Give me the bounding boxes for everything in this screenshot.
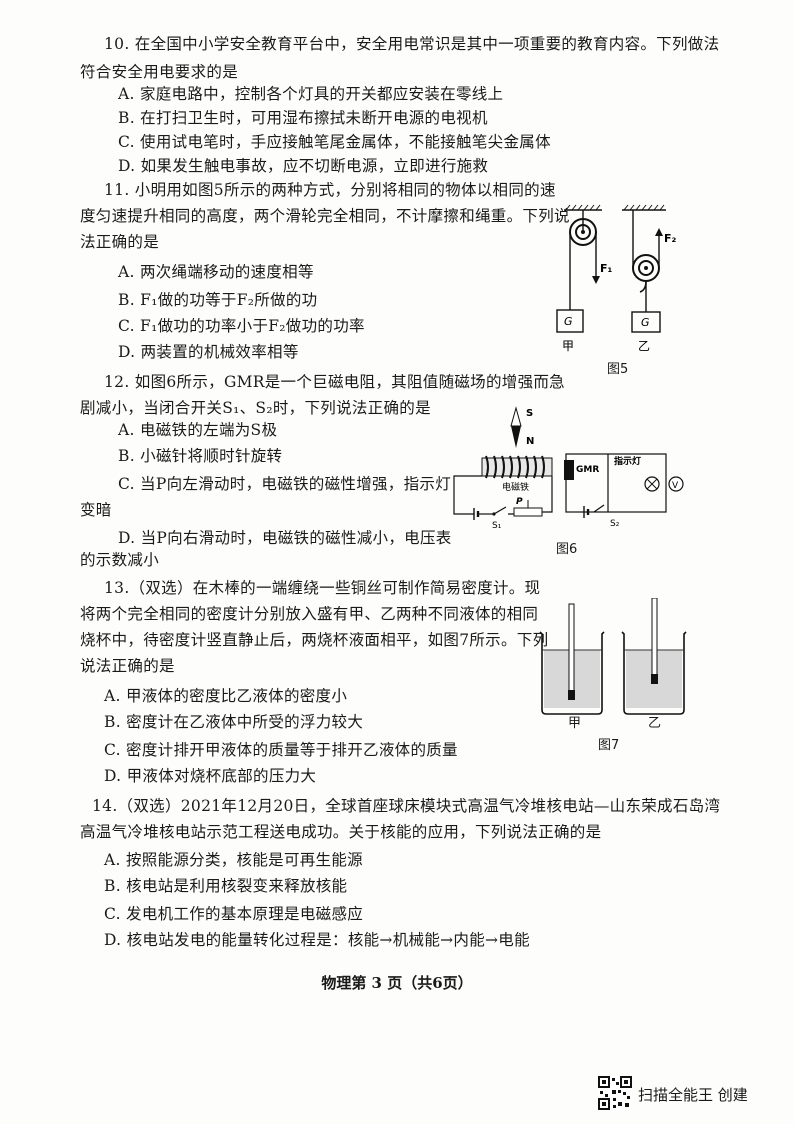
q11-option-d: D. 两装置的机械效率相等 [118,343,299,361]
fig5-f2-label: F₂ [664,232,677,245]
fig6-s2-label: S₂ [610,519,620,529]
figure-6-circuit: S N 电磁铁 S₁ P GMR 指示灯 V S₂ [453,406,684,531]
q13-stem-cont3: 说法正确的是 [80,657,175,675]
q13-stem-cont1: 将两个完全相同的密度计分别放入盛有甲、乙两种不同液体的相同 [80,605,539,623]
q13-stem-cont2: 烧杯中，待密度计竖直静止后，两烧杯液面相平，如图7所示。下列 [80,631,549,649]
q13-option-b: B. 密度计在乙液体中所受的浮力较大 [104,713,364,731]
fig6-caption: 图6 [556,542,578,557]
q12-stem: 12. 如图6所示，GMR是一个巨磁电阻，其阻值随磁场的增强而急 [104,373,565,391]
q10-option-c: C. 使用试电笔时，手应接触笔尾金属体，不能接触笔尖金属体 [118,133,551,151]
q11-stem-cont2: 法正确的是 [80,233,160,251]
q12-option-c: C. 当P向左滑动时，电磁铁的磁性增强，指示灯 [118,475,451,493]
q14-option-c: C. 发电机工作的基本原理是电磁感应 [104,905,364,923]
q12-option-c-cont: 变暗 [80,501,112,519]
fig5-f1-label: F₁ [600,262,613,275]
q10-stem: 10. 在全国中小学安全教育平台中，安全用电常识是其中一项重要的教育内容。下列做… [104,35,720,53]
fig7-label-yi: 乙 [648,716,662,731]
fig5-label-yi: 乙 [638,339,650,353]
fig7-label-jia: 甲 [568,716,582,731]
q14-stem-cont: 高温气冷堆核电站示范工程送电成功。关于核能的应用，下列说法正确的是 [80,823,602,841]
q11-option-c: C. F₁做功的功率小于F₂做功的功率 [118,317,365,335]
fig7-caption: 图7 [598,738,620,753]
qr-code-icon [598,1076,632,1110]
fig5-caption: 图5 [607,362,629,377]
q12-option-b: B. 小磁针将顺时针旋转 [118,447,283,465]
fig6-s1-label: S₁ [492,521,502,531]
q13-option-d: D. 甲液体对烧杯底部的压力大 [104,767,317,785]
q12-option-a: A. 电磁铁的左端为S极 [118,421,278,439]
q14-stem: 14.（双选）2021年12月20日，全球首座球床模块式高温气冷堆核电站—山东荣… [92,797,721,815]
q10-option-d: D. 如果发生触电事故，应不切断电源，立即进行施救 [118,157,489,175]
fig6-lamp-label: 指示灯 [614,455,641,467]
q13-option-c: C. 密度计排开甲液体的质量等于排开乙液体的质量 [104,741,458,759]
q12-option-d-cont: 的示数减小 [80,551,160,569]
q13-option-a: A. 甲液体的密度比乙液体的密度小 [104,687,348,705]
q14-option-a: A. 按照能源分类，核能是可再生能源 [104,851,363,869]
q14-option-b: B. 核电站是利用核裂变来释放核能 [104,877,348,895]
q10-option-a: A. 家庭电路中，控制各个灯具的开关都应安装在零线上 [118,85,504,103]
q11-stem-cont1: 度匀速提升相同的高度，两个滑轮完全相同，不计摩擦和绳重。下列说 [80,207,570,225]
fig5-label-jia: 甲 [562,339,574,353]
scanner-brand-watermark: 扫描全能王 创建 [638,1086,748,1104]
q12-stem-cont: 剧减小，当闭合开关S₁、S₂时，下列说法正确的是 [80,399,431,417]
figure-5-pulleys: F₁ G F₂ G 甲 乙 [556,204,677,353]
page-number: 物理第 3 页（共6页） [321,974,473,992]
q13-stem: 13.（双选）在木棒的一端缠绕一些铜丝可制作简易密度计。现 [104,579,541,597]
fig6-gmr-label: GMR [576,465,599,475]
fig6-label-s: S [526,408,533,419]
fig6-electromagnet-label: 电磁铁 [502,481,529,493]
figure-7-beakers [539,598,687,715]
q12-option-d: D. 当P向右滑动时，电磁铁的磁性减小，电压表 [118,529,452,547]
q14-option-d: D. 核电站发电的能量转化过程是：核能→机械能→内能→电能 [104,931,530,949]
fig6-voltmeter-label: V [672,481,679,491]
q10-stem-cont: 符合安全用电要求的是 [80,63,239,81]
fig6-p-label: P [516,497,523,507]
fig5-weight-right: G [641,316,650,329]
fig5-weight-left: G [564,315,573,328]
fig6-label-n: N [526,436,534,447]
q11-option-a: A. 两次绳端移动的速度相等 [118,263,314,281]
q11-option-b: B. F₁做的功等于F₂所做的功 [118,291,318,309]
q10-option-b: B. 在打扫卫生时，可用湿布擦拭未断开电源的电视机 [118,109,488,127]
q11-stem: 11. 小明用如图5所示的两种方式，分别将相同的物体以相同的速 [104,181,556,199]
